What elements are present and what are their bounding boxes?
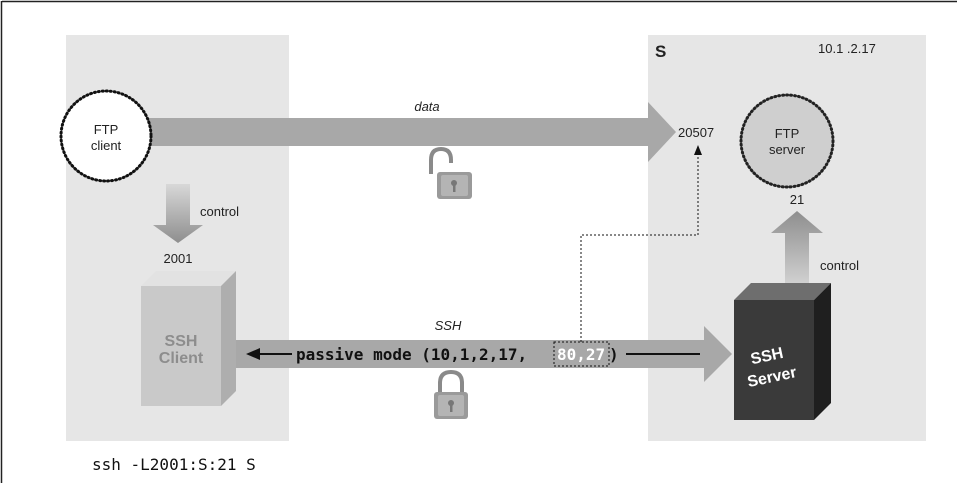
port-data-label: 20507 [678,125,714,140]
control-label-client: control [200,204,239,219]
passive-port-connector-arrowhead [694,145,702,155]
passive-ports-box [553,341,610,367]
ssh-client-box [141,271,236,406]
passive-mode-suffix: ) [609,345,619,364]
passive-mode-ports: 80,27 [557,345,605,364]
passive-port-connector [580,153,699,342]
data-label: data [414,99,439,114]
control-label-server: control [820,258,859,273]
port-server-label: 21 [790,192,804,207]
ssh-client-label-line1: SSH [165,333,198,350]
server-host-name: S [655,42,666,61]
ftp-server-node [739,93,835,189]
ssh-client-label-line2: Client [159,350,204,367]
ssh-tunnel-arrow [236,326,732,382]
unlocked-padlock-icon [429,146,472,199]
ssh-server-label-line1: SSH [749,345,785,368]
ssh-label: SSH [435,318,462,333]
passive-mode-prefix: passive mode (10,1,2,17, [296,345,527,364]
ftp-client-label-line1: FTP [94,122,119,137]
ftp-server-label-line1: FTP [775,126,800,141]
ssh-server-box [734,283,831,420]
passive-arrowhead-left [246,348,260,360]
control-arrow-client [153,184,203,243]
server-host-ip: 10.1 .2.17 [818,41,876,56]
ssh-command: ssh -L2001:S:21 S [92,455,256,474]
control-arrow-server [771,211,823,283]
ftp-client-label-line2: client [91,138,122,153]
locked-padlock-icon [434,369,468,419]
port-client-label: 2001 [164,251,193,266]
data-arrow [120,102,676,162]
ftp-client-node [59,89,153,183]
ftp-server-label-line2: server [769,142,806,157]
